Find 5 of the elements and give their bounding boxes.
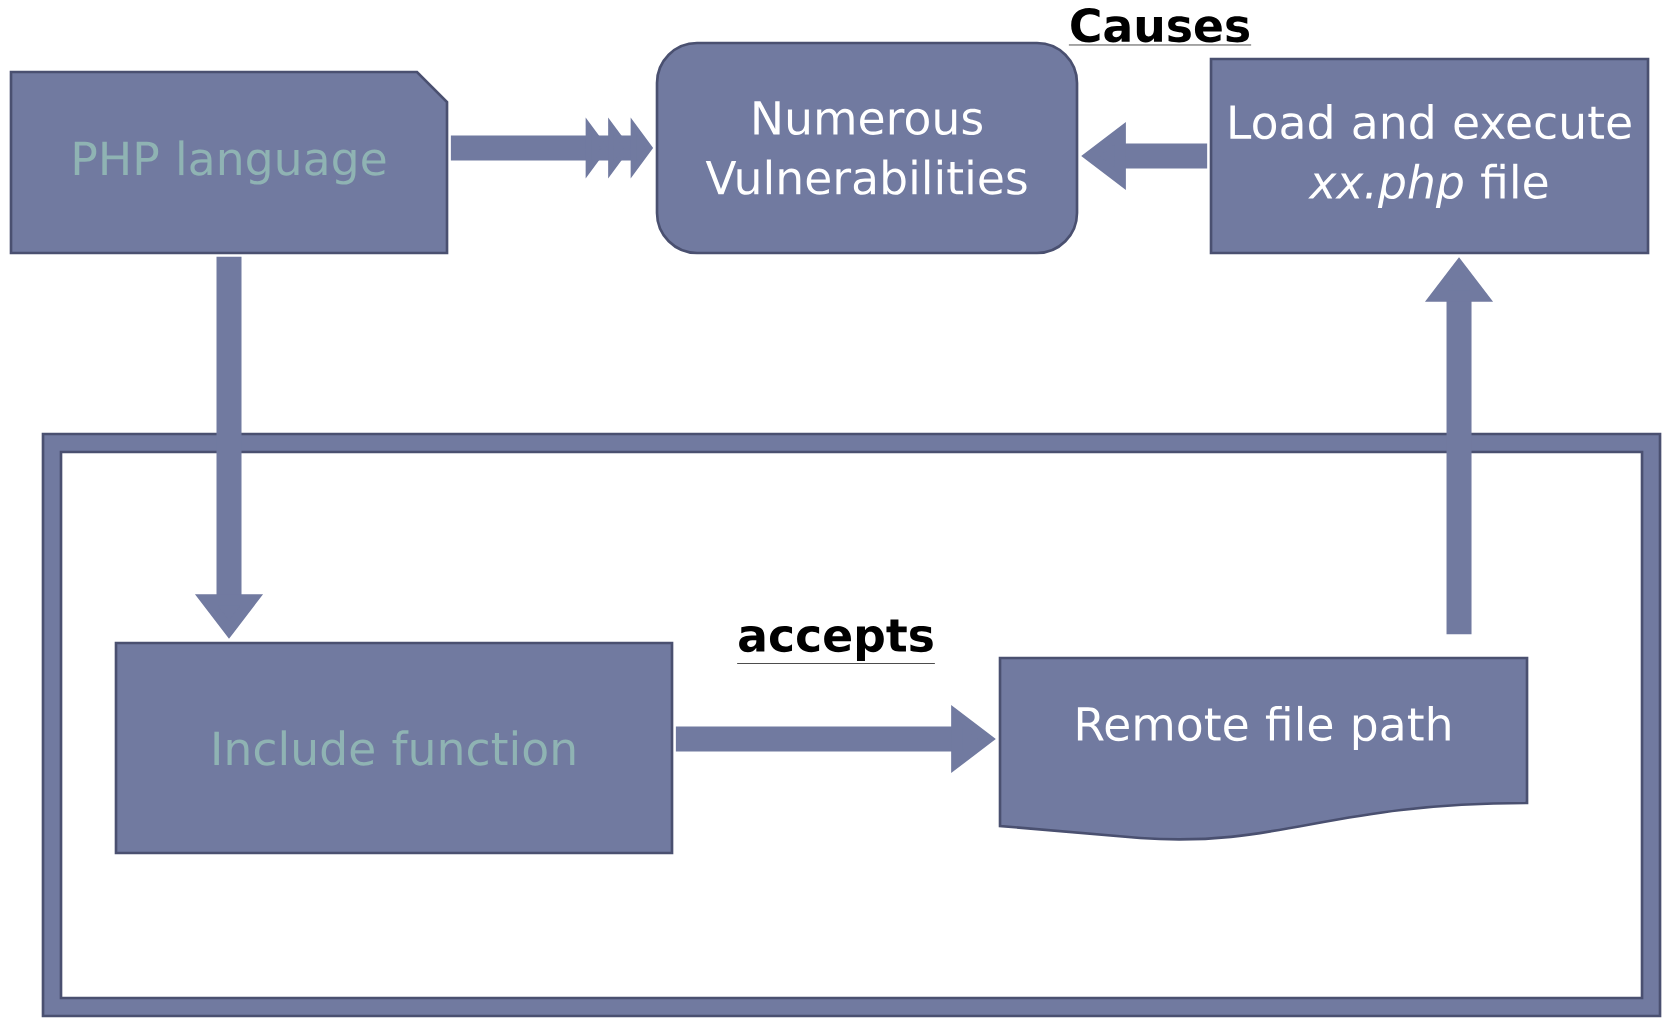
edge-label: accepts	[736, 619, 936, 664]
process-box: Load and execute xx.php file	[1209, 57, 1650, 255]
process-box: Include function	[114, 641, 674, 855]
rounded-box: Numerous Vulnerabilities	[655, 41, 1079, 255]
process-box: PHP language	[9, 70, 449, 255]
